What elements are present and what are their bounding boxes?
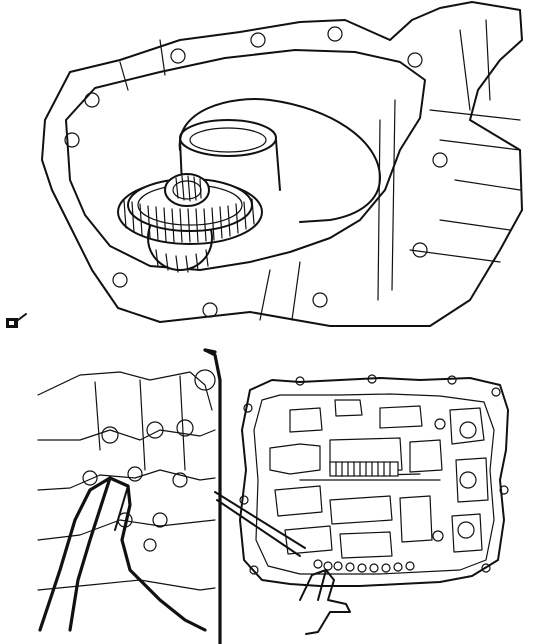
rim-bolt-bosses bbox=[64, 26, 448, 318]
oil-can-icon bbox=[6, 313, 27, 328]
detail-leader bbox=[214, 491, 306, 549]
top-panel-transaxle-case bbox=[6, 1, 523, 328]
magnet-tool-small bbox=[299, 569, 351, 635]
valve-body-plate bbox=[239, 374, 509, 635]
planetary-gear-assembly bbox=[117, 173, 263, 273]
case-ribs bbox=[119, 19, 521, 321]
drum-inner-ring bbox=[189, 127, 267, 153]
bottom-panel-valve-body bbox=[37, 348, 509, 644]
case-inner-rim bbox=[65, 49, 426, 271]
magnet-tool-hand bbox=[38, 476, 207, 632]
drum-top-ring bbox=[179, 119, 277, 157]
bell-housing bbox=[178, 98, 381, 223]
detail-view-left bbox=[37, 369, 216, 632]
case-outline bbox=[41, 1, 523, 327]
